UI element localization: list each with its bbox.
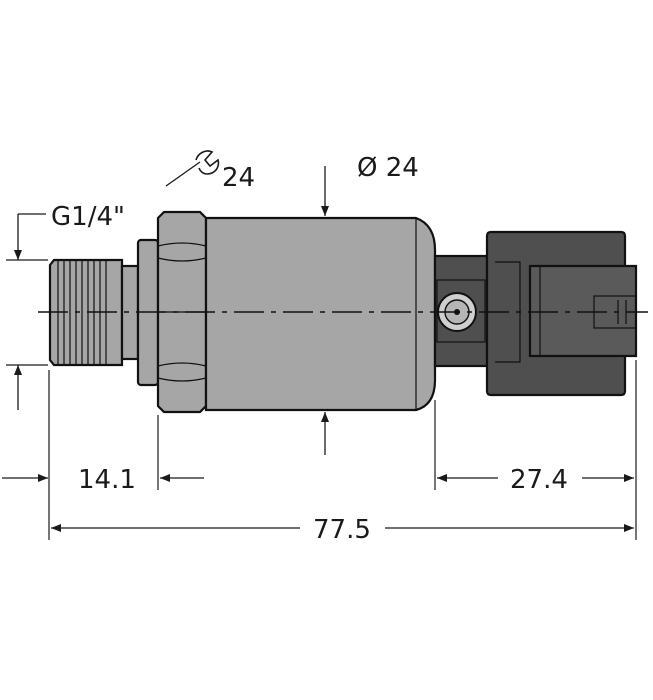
dim-77-5: 77.5 bbox=[51, 515, 634, 545]
dim-27-4-label: 27.4 bbox=[510, 465, 568, 495]
thread-dimension: G1/4" bbox=[6, 202, 125, 410]
sensor-housing bbox=[204, 216, 437, 412]
wrench-size-label: 24 bbox=[222, 163, 255, 193]
connector-neck bbox=[433, 254, 489, 368]
dim-27-4: 27.4 bbox=[437, 465, 634, 495]
dim-14-1-label: 14.1 bbox=[78, 465, 136, 495]
wrench-dimension: 24 bbox=[165, 150, 255, 193]
thread-label: G1/4" bbox=[51, 202, 125, 232]
dim-14-1: 14.1 bbox=[2, 465, 204, 495]
connector-plug bbox=[485, 230, 638, 397]
diameter-dimension: Ø 24 bbox=[321, 153, 419, 455]
dim-77-5-label: 77.5 bbox=[313, 515, 371, 545]
sensor-assembly bbox=[38, 210, 648, 414]
diameter-label: Ø 24 bbox=[357, 153, 419, 183]
wrench-icon bbox=[165, 150, 220, 187]
